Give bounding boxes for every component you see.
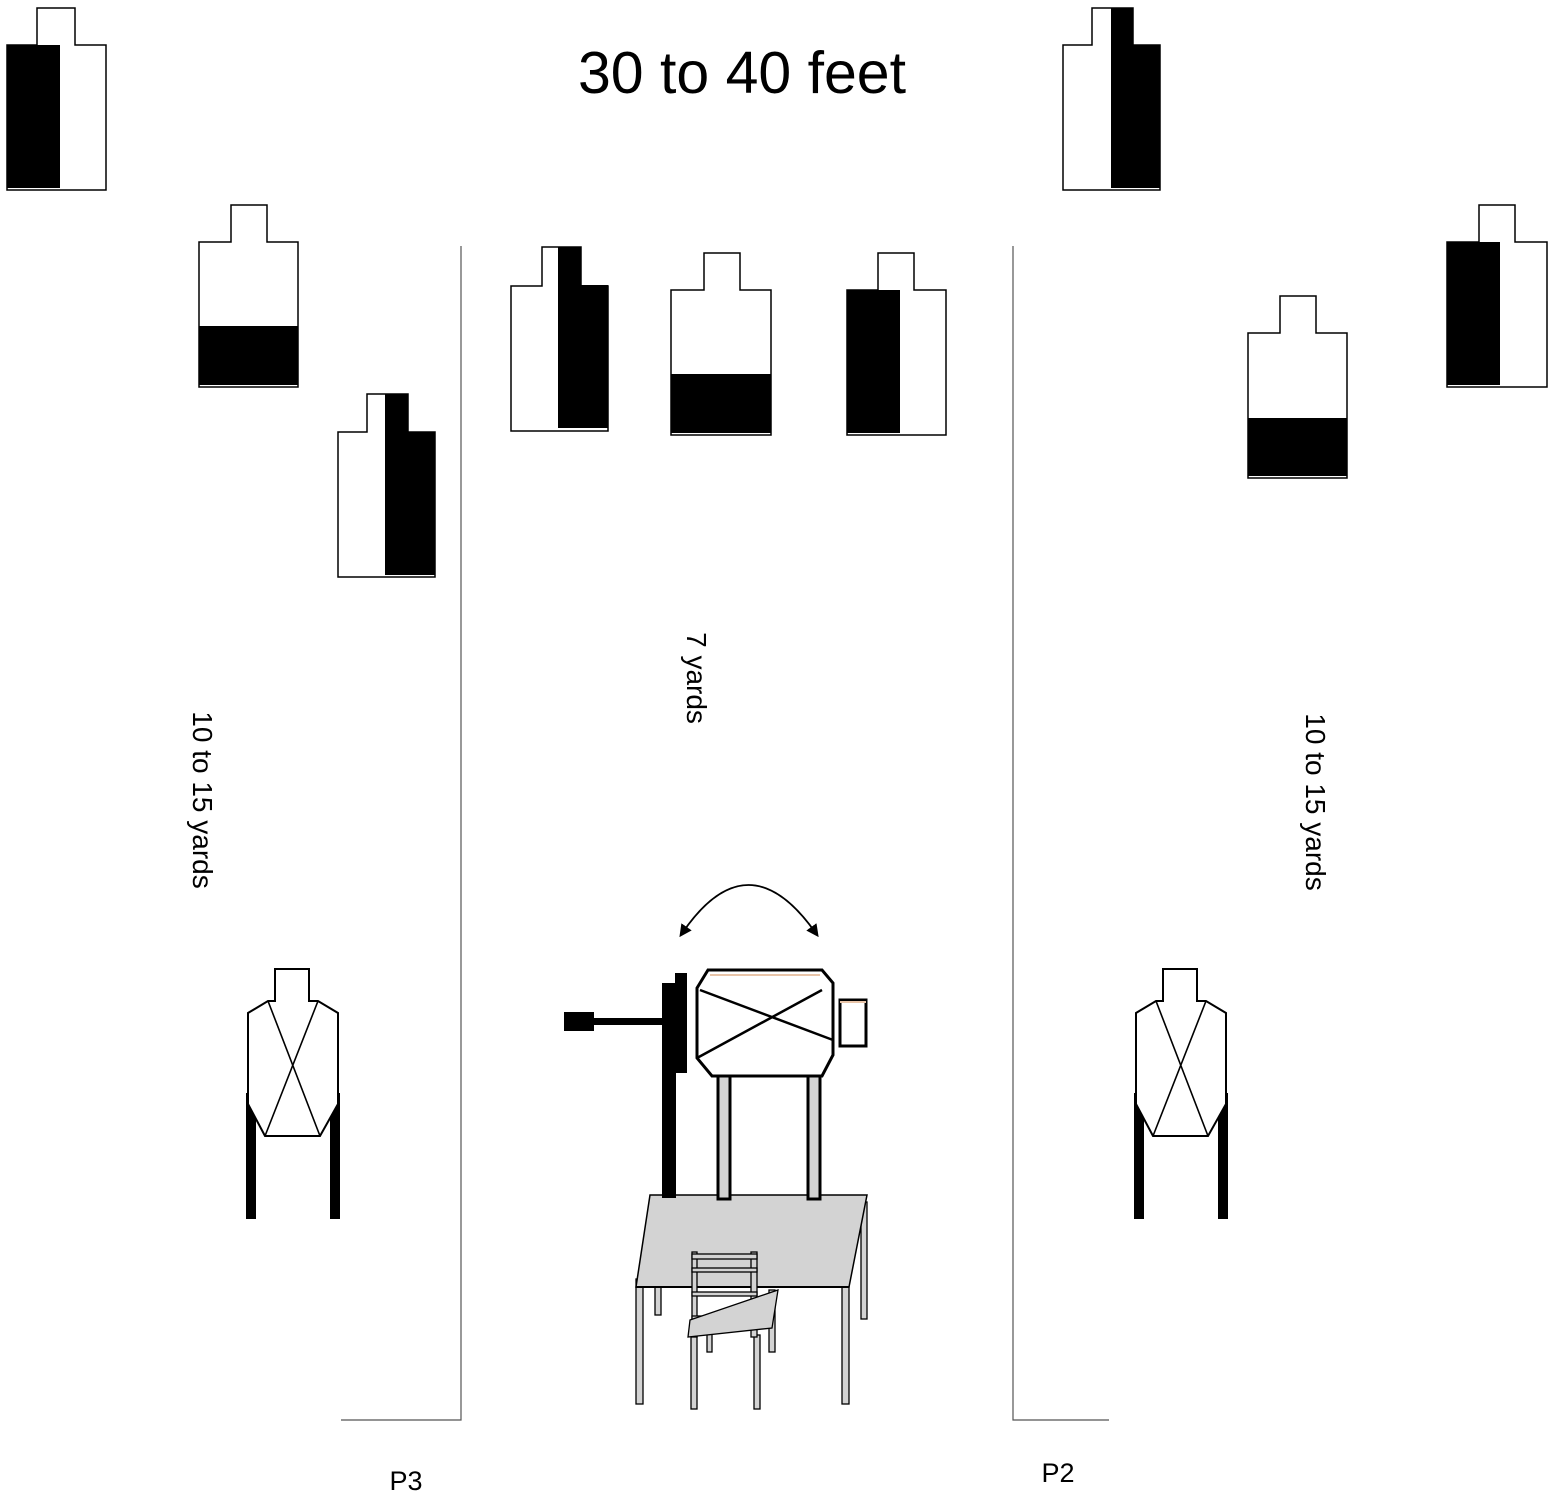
chair (687, 1251, 779, 1410)
stand-target-left (246, 968, 340, 1219)
left-lane-line (341, 246, 462, 1421)
stand-target-right (1134, 968, 1228, 1219)
swing-arc-arrow-icon (679, 884, 819, 938)
target-left-lane-b (337, 393, 436, 578)
right-distance-label: 10 to 15 yards (1300, 713, 1331, 890)
target-right-lane-a (1247, 295, 1348, 479)
mounted-gun-icon (564, 968, 868, 1201)
title-label: 30 to 40 feet (578, 40, 906, 106)
target-top-left (6, 7, 107, 191)
left-distance-label: 10 to 15 yards (187, 711, 218, 888)
target-center-1 (510, 246, 609, 432)
position-p2-label: P2 (1041, 1458, 1074, 1488)
lane-dividers (341, 246, 1109, 1421)
target-right-lane-b (1446, 204, 1548, 388)
target-top-right (1062, 7, 1161, 191)
target-center-3 (846, 252, 947, 436)
target-left-lane-a (198, 204, 299, 388)
target-center-2 (670, 252, 772, 436)
position-p3-label: P3 (389, 1466, 422, 1496)
center-distance-label: 7 yards (681, 632, 712, 724)
right-lane-line (1012, 246, 1109, 1421)
